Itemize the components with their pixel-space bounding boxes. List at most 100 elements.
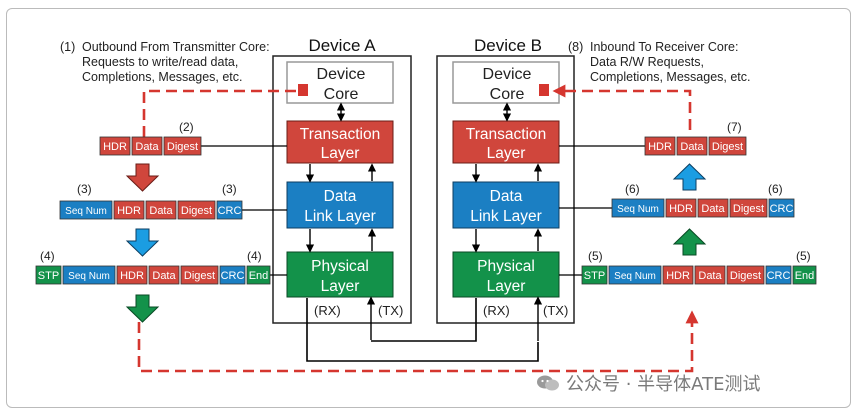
tlp-right-digest-box — [708, 136, 747, 156]
tlp-left-data-label: Data — [135, 141, 159, 153]
dllp-right-data-label: Data — [701, 203, 725, 215]
device-a-transaction-label-2: Layer — [321, 145, 360, 162]
device-a-core-port — [298, 84, 308, 96]
device-b-transaction-label-2: Layer — [487, 145, 526, 162]
tlp-left-hdr-label: HDR — [103, 141, 127, 153]
phy-left-data-box — [148, 265, 180, 285]
device-b-physical-label-2: Layer — [487, 278, 526, 295]
tlp-right-data-box — [676, 136, 708, 156]
dllp-left-seq-label: Seq Num — [65, 206, 107, 217]
step-3-label-right: (3) — [222, 182, 237, 196]
step-5-label-left: (5) — [588, 249, 603, 263]
device-b-tx-label: (TX) — [543, 303, 568, 318]
device-a-core-box — [286, 61, 394, 104]
device-a-datalink-label: Data — [324, 188, 357, 205]
dllp-left-hdr-label: HDR — [117, 205, 141, 217]
device-a-core-label: Device — [317, 66, 366, 83]
dllp-right-data-box — [697, 198, 729, 218]
dllp-left-seq-box — [59, 200, 113, 220]
wechat-icon — [536, 374, 560, 392]
device-b-datalink-label-2: Link Layer — [470, 208, 542, 225]
watermark: 公众号 · 半导体ATE测试 — [536, 370, 760, 396]
step-7-label: (7) — [727, 120, 742, 134]
dllp-right-hdr-label: HDR — [669, 203, 693, 215]
device-b-title: Device B — [474, 36, 542, 55]
phy-left-digest-label: Digest — [184, 270, 215, 282]
phy-left-end-box — [246, 265, 271, 285]
inbound-line-1: Inbound To Receiver Core: — [590, 40, 738, 54]
device-a-transaction-layer — [286, 120, 394, 164]
up-arrow-blue — [672, 163, 707, 191]
phy-right-end-box — [792, 265, 817, 285]
device-a-transaction-label: Transaction — [300, 126, 380, 143]
phy-right-crc-label: CRC — [767, 270, 791, 282]
dllp-right-crc-box — [768, 198, 795, 218]
phy-left-seq-label: Seq Num — [68, 271, 110, 282]
phy-left-seq-box — [62, 265, 116, 285]
device-b-rx-label: (RX) — [483, 303, 510, 318]
tlp-right-digest-label: Digest — [712, 141, 743, 153]
device-b-core-box — [452, 61, 560, 104]
outbound-number: (1) — [60, 40, 75, 54]
phy-right-digest-label: Digest — [730, 270, 761, 282]
step-2-label: (2) — [179, 120, 194, 134]
step-6-label-right: (6) — [768, 182, 783, 196]
device-a-rx-label: (RX) — [314, 303, 341, 318]
dllp-right-digest-box — [729, 198, 768, 218]
dllp-right-seq-box — [611, 198, 665, 218]
phy-right-crc-box — [765, 265, 792, 285]
step-4-label-right: (4) — [247, 249, 262, 263]
dllp-right-digest-label: Digest — [733, 203, 764, 215]
down-arrow-blue — [125, 228, 160, 257]
down-arrow-red — [125, 163, 160, 192]
device-a-box — [272, 55, 412, 324]
watermark-text: 公众号 · 半导体ATE测试 — [566, 374, 761, 395]
device-a-title: Device A — [308, 36, 376, 55]
phy-right-data-label: Data — [698, 270, 722, 282]
up-arrow-green — [672, 228, 707, 256]
outbound-line-3: Completions, Messages, etc. — [82, 70, 243, 84]
phy-left-stp-box — [35, 265, 62, 285]
phy-right-stp-label: STP — [584, 270, 605, 282]
device-b-core-label-2: Core — [490, 86, 525, 103]
tlp-right-hdr-box — [644, 136, 676, 156]
inbound-line-2: Data R/W Requests, — [590, 55, 704, 69]
dataflow-path — [137, 84, 699, 373]
inbound-line-3: Completions, Messages, etc. — [590, 70, 751, 84]
device-b-physical-label: Physical — [477, 258, 535, 275]
dllp-left-digest-label: Digest — [181, 205, 212, 217]
step-6-label-left: (6) — [625, 182, 640, 196]
device-a-core-label-2: Core — [324, 86, 359, 103]
device-a-physical-label-2: Layer — [321, 278, 360, 295]
device-b-core-port — [539, 84, 549, 96]
device-a-datalink-layer — [286, 181, 394, 229]
dllp-right-hdr-box — [665, 198, 697, 218]
step-5-label-right: (5) — [796, 249, 811, 263]
device-a-tx-label: (TX) — [378, 303, 403, 318]
phy-left-crc-label: CRC — [221, 270, 245, 282]
device-a-physical-label: Physical — [311, 258, 369, 275]
dllp-left-data-box — [145, 200, 177, 220]
phy-left-digest-box — [180, 265, 219, 285]
device-b-box — [436, 55, 575, 324]
device-b-transaction-label: Transaction — [466, 126, 546, 143]
phy-left-hdr-label: HDR — [120, 270, 144, 282]
dllp-left-data-label: Data — [149, 205, 173, 217]
device-a-physical-layer — [286, 251, 394, 298]
phy-left-crc-box — [219, 265, 246, 285]
outbound-line-2: Requests to write/read data, — [82, 55, 238, 69]
dllp-left-digest-box — [177, 200, 216, 220]
dllp-right-crc-label: CRC — [770, 203, 794, 215]
dllp-right-seq-label: Seq Num — [617, 204, 659, 215]
tlp-left-data-box — [131, 136, 163, 156]
phy-left-stp-label: STP — [38, 270, 59, 282]
outbound-line-1: Outbound From Transmitter Core: — [82, 40, 270, 54]
phy-right-data-box — [694, 265, 726, 285]
tlp-left-digest-label: Digest — [167, 141, 198, 153]
link-wires — [306, 298, 539, 362]
dllp-left-crc-box — [216, 200, 243, 220]
step-4-label-left: (4) — [40, 249, 55, 263]
phy-right-digest-box — [726, 265, 765, 285]
step-3-label-left: (3) — [77, 182, 92, 196]
phy-right-seq-box — [608, 265, 662, 285]
